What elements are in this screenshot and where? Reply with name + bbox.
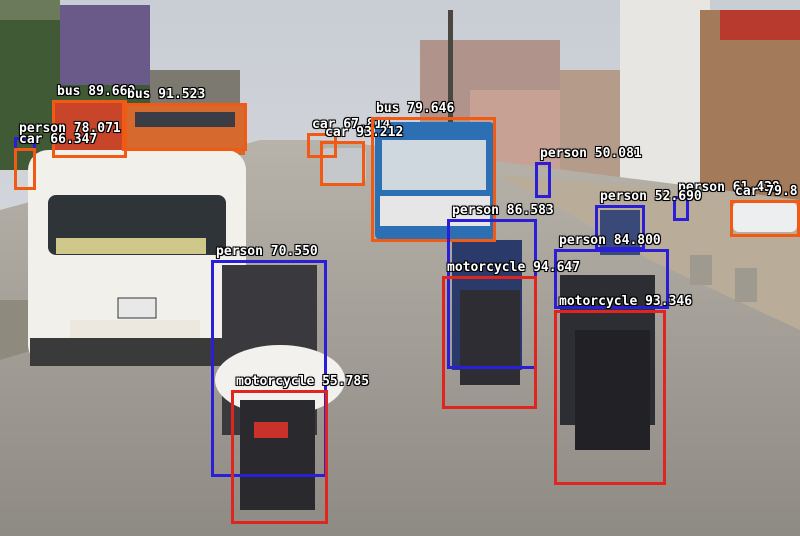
detection-box-person: person 70.550 bbox=[211, 244, 327, 477]
detection-box-person: person 84.800 bbox=[554, 233, 669, 309]
detection-label: car 93.212 bbox=[325, 125, 404, 140]
detection-box-person: person 52.690 bbox=[595, 189, 702, 250]
detection-box-person: person 61.438 bbox=[673, 180, 780, 221]
detection-box-motorcycle: motorcycle 94.647 bbox=[442, 260, 580, 409]
detection-label: person 61.438 bbox=[678, 180, 780, 195]
detection-label: bus 79.646 bbox=[376, 101, 455, 116]
detection-box-bus: bus 89.660 bbox=[52, 84, 135, 158]
detection-label: bus 91.523 bbox=[127, 87, 206, 102]
detection-box-motorcycle: motorcycle 55.785 bbox=[231, 374, 369, 524]
detection-label: person 52.690 bbox=[600, 189, 702, 204]
detection-label: bus 89.660 bbox=[57, 84, 136, 99]
detection-label: car 66.347 bbox=[19, 132, 98, 147]
detection-label: person 78.071 bbox=[19, 121, 121, 136]
detection-label: person 84.800 bbox=[559, 233, 661, 248]
detection-box-motorcycle: motorcycle 93.346 bbox=[554, 294, 692, 485]
detection-label: person 70.550 bbox=[216, 244, 318, 259]
detection-box-bus: bus 91.523 bbox=[122, 87, 247, 151]
detection-box-bus: bus 79.646 bbox=[371, 101, 496, 242]
detection-label: person 86.583 bbox=[452, 203, 554, 218]
detection-box-car: car 79.8 bbox=[730, 184, 800, 237]
detection-label: car 79.8 bbox=[735, 184, 798, 199]
detection-box-car: car 66.347 bbox=[14, 132, 97, 190]
detection-box-car: car 93.212 bbox=[320, 125, 403, 186]
detection-label: motorcycle 94.647 bbox=[447, 260, 581, 275]
detection-label: car 67.814 bbox=[312, 117, 391, 132]
detection-box-person: person 50.081 bbox=[535, 146, 642, 198]
detection-label: motorcycle 55.785 bbox=[236, 374, 370, 389]
detection-label: person 50.081 bbox=[540, 146, 642, 161]
detection-label: motorcycle 93.346 bbox=[559, 294, 693, 309]
